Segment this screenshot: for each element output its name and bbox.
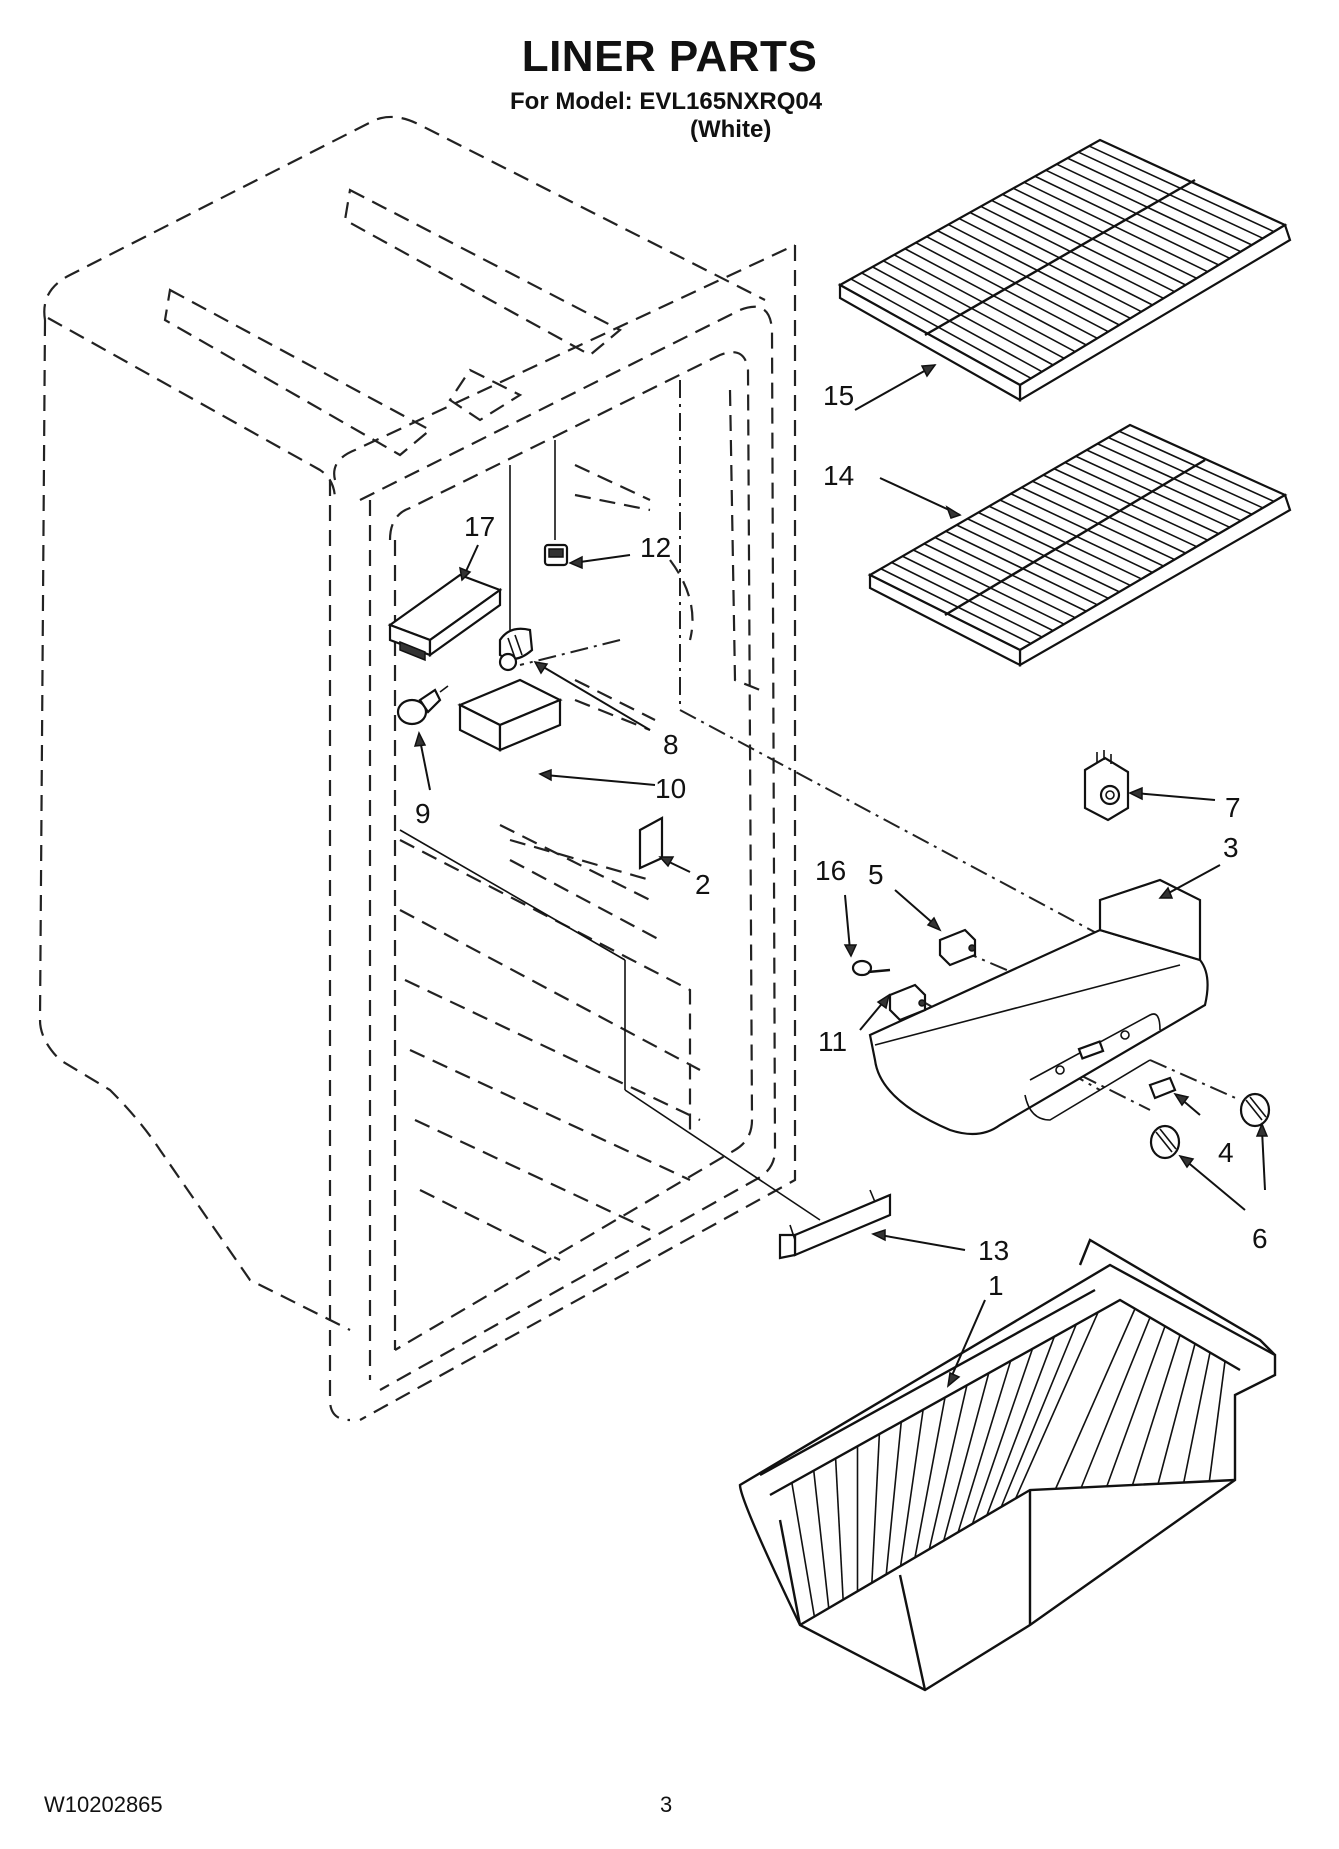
basket-wire xyxy=(791,1482,816,1617)
callout-4: 4 xyxy=(1218,1137,1234,1168)
callout-10: 10 xyxy=(655,773,686,804)
control-housing-part-3 xyxy=(868,878,1209,1136)
basket-wire xyxy=(957,1360,1012,1533)
thermostat-part-7 xyxy=(1083,750,1130,822)
shelf-wire xyxy=(912,549,1065,625)
callout-9: 9 xyxy=(415,798,431,829)
callout-6: 6 xyxy=(1252,1223,1268,1254)
basket-wire xyxy=(834,1458,844,1600)
shelf-wire xyxy=(1023,181,1209,273)
shelf-wire xyxy=(991,199,1175,293)
basket-wire xyxy=(986,1336,1056,1516)
shelf-wire xyxy=(926,235,1109,333)
spacer-part-11 xyxy=(888,983,927,1022)
callout-17: 17 xyxy=(464,511,495,542)
callout-14: 14 xyxy=(823,460,854,491)
basket-wire xyxy=(1054,1308,1136,1490)
callout-12: 12 xyxy=(640,532,671,563)
callout-5: 5 xyxy=(868,859,884,890)
shelf-wire xyxy=(1012,187,1198,280)
shelf-wire xyxy=(915,242,1098,340)
light-bulb-part-9 xyxy=(396,685,449,726)
callout-11: 11 xyxy=(818,1026,847,1057)
callout-2: 2 xyxy=(695,869,711,900)
callout-15: 15 xyxy=(823,380,854,411)
clip-part-4 xyxy=(1148,1076,1177,1100)
basket-wire xyxy=(971,1348,1034,1525)
wire-basket-part-1 xyxy=(738,1238,1277,1692)
shelf-part-15 xyxy=(837,138,1292,402)
shelf-wire xyxy=(1045,169,1231,260)
leader-lines xyxy=(413,364,1269,1388)
knob-part-6a xyxy=(1239,1092,1271,1128)
color-variant: (White) xyxy=(690,116,772,143)
plate-part-2 xyxy=(638,816,664,870)
shelf-wire xyxy=(980,205,1164,300)
shelf-wire xyxy=(893,254,1076,353)
shelf-wire xyxy=(969,211,1153,306)
callout-16: 16 xyxy=(815,855,846,886)
basket-wire xyxy=(1080,1317,1151,1488)
model-line: For Model: EVL165NXRQ04 xyxy=(510,88,823,115)
spacer-part-5 xyxy=(938,928,977,967)
basket-wire xyxy=(1131,1334,1181,1486)
basket-wire xyxy=(1157,1343,1196,1484)
cabinet-liner-outline xyxy=(38,115,797,1422)
basket-wire xyxy=(871,1434,881,1583)
shelf-wire xyxy=(872,266,1054,366)
callout-13: 13 xyxy=(978,1235,1009,1266)
shelf-wire xyxy=(850,278,1032,380)
basket-wire xyxy=(1000,1324,1077,1508)
basket-wire xyxy=(942,1372,990,1541)
bracket-part-10 xyxy=(457,678,563,752)
basket-wire xyxy=(899,1409,924,1567)
shelf-wire xyxy=(947,223,1131,320)
callout-7: 7 xyxy=(1225,792,1241,823)
switch-part-12 xyxy=(543,543,569,567)
shelf-part-14 xyxy=(867,423,1292,667)
shelf-wire xyxy=(937,229,1120,326)
basket-wire xyxy=(928,1385,968,1550)
basket-wire xyxy=(885,1421,903,1575)
basket-wire xyxy=(1182,1352,1211,1483)
shelf-wire xyxy=(934,536,1087,612)
page-number: 3 xyxy=(660,1792,673,1817)
screw-part-16 xyxy=(851,959,891,977)
shelf-wire xyxy=(880,568,1032,645)
basket-wire xyxy=(812,1470,830,1609)
shelf-wire xyxy=(891,561,1043,638)
rail-part-13 xyxy=(778,1189,892,1260)
shelf-wire xyxy=(904,248,1087,346)
basket-wire xyxy=(1208,1361,1226,1482)
page-title: LINER PARTS xyxy=(521,32,818,81)
shelf-wire xyxy=(882,260,1065,360)
document-number: W10202865 xyxy=(44,1792,163,1817)
shelf-wire xyxy=(1034,175,1220,266)
lamp-socket-part-8 xyxy=(498,627,534,672)
shelf-wire xyxy=(958,217,1142,313)
basket-wire xyxy=(1014,1311,1099,1499)
callout-1: 1 xyxy=(988,1270,1004,1301)
light-shield-part-17 xyxy=(387,573,503,662)
shelf-wire xyxy=(1002,193,1186,286)
basket-wire xyxy=(1106,1325,1166,1487)
shelf-wire xyxy=(861,272,1043,373)
shelf-wire xyxy=(902,555,1054,632)
callout-3: 3 xyxy=(1223,832,1239,863)
callout-8: 8 xyxy=(663,729,679,760)
basket-wire xyxy=(914,1397,946,1558)
knob-part-6b xyxy=(1149,1124,1181,1160)
shelf-wire xyxy=(923,543,1076,619)
